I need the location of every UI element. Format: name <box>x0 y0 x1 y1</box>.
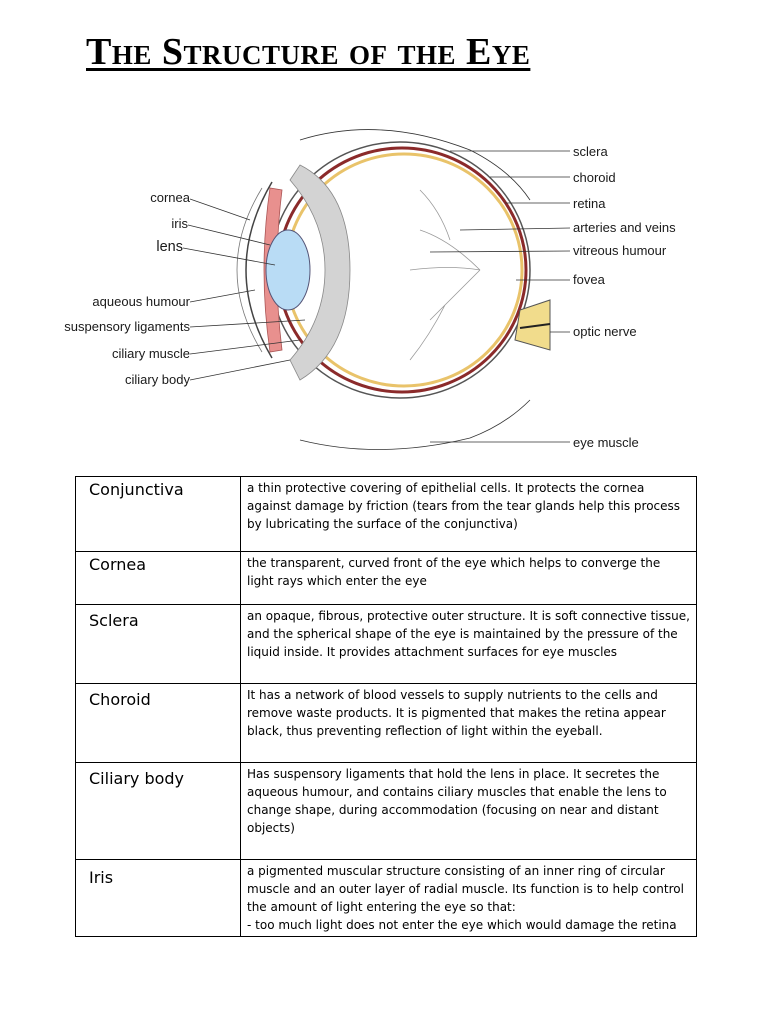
eye-diagram: cornea iris lens aqueous humour suspenso… <box>50 120 730 460</box>
table-row: Sclera an opaque, fibrous, protective ou… <box>75 604 697 684</box>
description-cell: the transparent, curved front of the eye… <box>240 551 697 605</box>
label-sclera: sclera <box>573 144 608 159</box>
vessels <box>409 189 481 361</box>
description-cell: an opaque, fibrous, protective outer str… <box>240 604 697 684</box>
term-cell: Iris <box>75 859 241 937</box>
lens-shape <box>265 229 311 311</box>
table-row: Conjunctiva a thin protective covering o… <box>75 476 697 552</box>
label-iris: iris <box>171 216 188 231</box>
table-row: Ciliary body Has suspensory ligaments th… <box>75 762 697 860</box>
description-cell: a thin protective covering of epithelial… <box>240 476 697 552</box>
label-arteries-and-veins: arteries and veins <box>573 220 676 235</box>
term-cell: Conjunctiva <box>75 476 241 552</box>
term-cell: Ciliary body <box>75 762 241 860</box>
table-row: Iris a pigmented muscular structure cons… <box>75 859 697 937</box>
term-cell: Choroid <box>75 683 241 763</box>
page-title: The Structure of the Eye <box>86 31 531 73</box>
label-eye-muscle: eye muscle <box>573 435 639 450</box>
label-ciliary-muscle: ciliary muscle <box>112 346 190 361</box>
optic-nerve-shape <box>514 299 551 351</box>
term-cell: Cornea <box>75 551 241 605</box>
table-row: Choroid It has a network of blood vessel… <box>75 683 697 763</box>
label-cornea: cornea <box>150 190 191 205</box>
label-choroid: choroid <box>573 170 616 185</box>
description-cell: Has suspensory ligaments that hold the l… <box>240 762 697 860</box>
term-cell: Sclera <box>75 604 241 684</box>
description-cell: a pigmented muscular structure consistin… <box>240 859 697 937</box>
table-row: Cornea the transparent, curved front of … <box>75 551 697 605</box>
label-lens: lens <box>156 239 183 255</box>
label-vitreous-humour: vitreous humour <box>573 243 667 258</box>
label-ciliary-body: ciliary body <box>125 372 191 387</box>
cornea-shape <box>245 181 273 359</box>
label-aqueous-humour: aqueous humour <box>92 294 190 309</box>
upper-eyelid <box>299 129 531 201</box>
ciliary-region <box>289 164 351 381</box>
description-cell: It has a network of blood vessels to sup… <box>240 683 697 763</box>
definitions-table: Conjunctiva a thin protective covering o… <box>75 476 697 937</box>
label-suspensory-ligaments: suspensory ligaments <box>64 319 190 334</box>
label-optic-nerve: optic nerve <box>573 324 637 339</box>
label-retina: retina <box>573 196 606 211</box>
label-fovea: fovea <box>573 272 606 287</box>
